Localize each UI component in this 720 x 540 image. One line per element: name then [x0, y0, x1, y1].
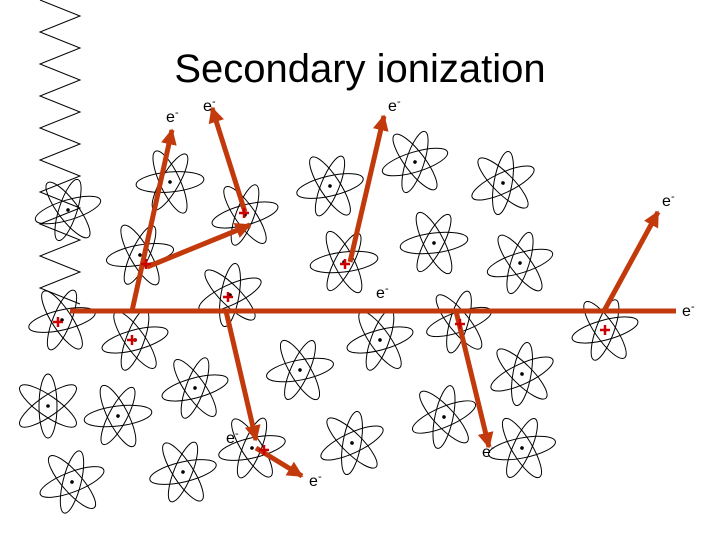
electron-label: e- — [388, 96, 401, 115]
svg-text:e: e — [226, 430, 235, 447]
secondary-track-1 — [129, 128, 177, 312]
atom-icon — [161, 357, 229, 419]
svg-text:e: e — [682, 303, 691, 320]
atom-icon — [399, 211, 469, 275]
atom-icon — [571, 299, 639, 361]
plus-icon — [223, 292, 233, 302]
secondary-track-4 — [347, 114, 389, 263]
atom-icon — [488, 417, 556, 479]
atom-icon — [381, 130, 449, 194]
secondary-track-3 — [208, 106, 248, 213]
atom-icon — [19, 373, 77, 439]
atom-icon — [486, 231, 554, 295]
atom-icon — [28, 289, 96, 351]
electron-label: e- — [662, 191, 675, 210]
secondary-track-7 — [453, 310, 494, 449]
electron-labels: e-e-e-e-e-e-e-e-e- — [166, 96, 695, 490]
electron-label: e- — [682, 301, 695, 320]
atom-icon — [490, 341, 554, 407]
svg-text:e: e — [482, 444, 491, 461]
svg-text:e: e — [203, 98, 212, 115]
svg-text:-: - — [212, 96, 216, 108]
svg-text:-: - — [491, 442, 495, 454]
atoms-layer — [19, 130, 639, 514]
atom-icon — [149, 441, 217, 503]
svg-text:-: - — [397, 96, 401, 108]
atom-icon — [135, 150, 205, 214]
svg-text:e: e — [662, 193, 671, 210]
secondary-track-8 — [601, 210, 661, 313]
atom-icon — [320, 410, 384, 476]
svg-text:-: - — [385, 283, 389, 295]
electron-label: e- — [226, 428, 239, 447]
electron-label: e- — [376, 283, 389, 302]
svg-text:-: - — [318, 471, 322, 483]
page-title: Secondary ionization — [174, 47, 545, 91]
positive-ions — [53, 208, 610, 455]
electron-label: e- — [203, 96, 216, 115]
secondary-track-2 — [146, 222, 252, 270]
electron-label: e- — [309, 471, 322, 490]
plus-icon — [455, 319, 465, 329]
svg-text:-: - — [691, 301, 695, 313]
electron-tracks — [70, 106, 676, 479]
plus-icon — [340, 259, 350, 269]
electron-label: e- — [482, 442, 495, 461]
plus-icon — [53, 317, 63, 327]
atom-icon — [39, 450, 105, 514]
atom-icon — [471, 150, 535, 216]
svg-text:e: e — [388, 98, 397, 115]
svg-text:e: e — [309, 473, 318, 490]
electron-label: e- — [166, 107, 179, 126]
atom-icon — [34, 178, 102, 242]
plus-icon — [141, 259, 151, 269]
svg-text:-: - — [671, 191, 675, 203]
atom-icon — [83, 384, 153, 448]
svg-text:e: e — [376, 285, 385, 302]
atom-icon — [296, 155, 364, 217]
atom-icon — [411, 385, 477, 449]
plus-icon — [600, 325, 610, 335]
atom-icon — [266, 339, 334, 401]
plus-icon — [259, 445, 269, 455]
secondary-track-5 — [223, 310, 261, 442]
svg-text:e: e — [166, 109, 175, 126]
svg-text:-: - — [175, 107, 179, 119]
plus-icon — [239, 208, 249, 218]
svg-text:-: - — [235, 428, 239, 440]
plus-icon — [127, 335, 137, 345]
radiation-wave — [38, 0, 82, 305]
